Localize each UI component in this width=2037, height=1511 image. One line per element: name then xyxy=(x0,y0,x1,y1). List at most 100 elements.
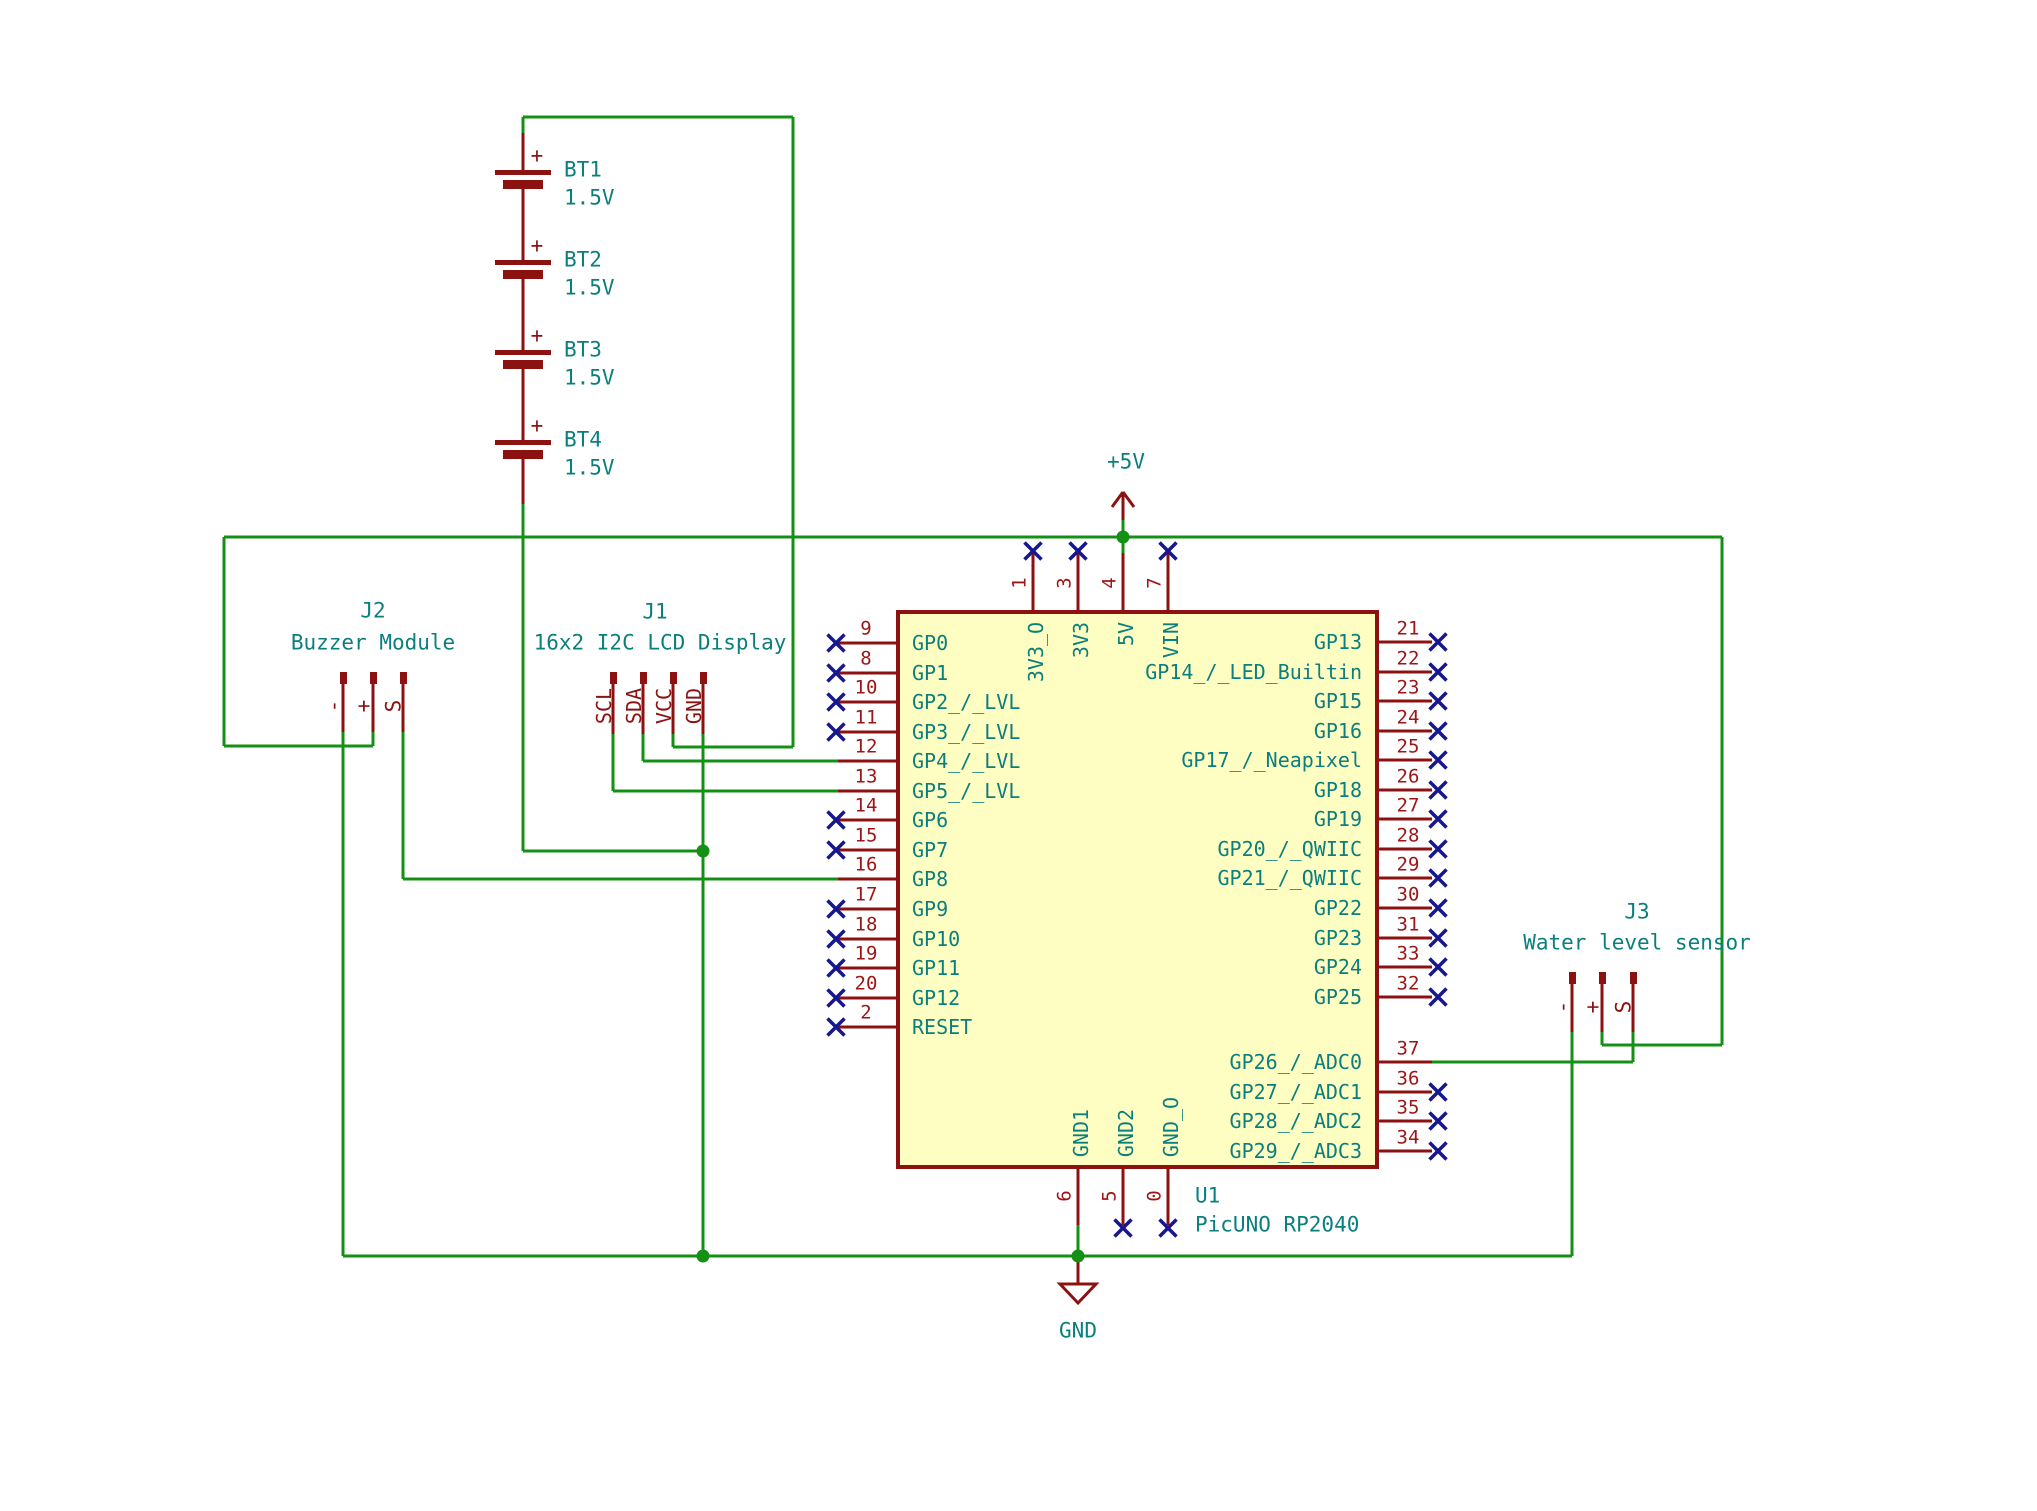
u1-reference: U1 xyxy=(1195,1183,1221,1208)
u1-pin-name: GP12 xyxy=(912,986,961,1010)
no-connect-icon xyxy=(1428,1141,1448,1161)
u1-pin-name: VIN xyxy=(1159,621,1183,659)
no-connect-icon xyxy=(1428,1082,1448,1102)
u1-pin-number: 31 xyxy=(1396,913,1420,936)
u1-pin-number: 34 xyxy=(1396,1126,1420,1149)
no-connect-icon xyxy=(1113,1218,1133,1238)
battery-plus-sign: + xyxy=(530,323,544,348)
u1-pin-number: 15 xyxy=(854,824,878,847)
u1-pin-number: 16 xyxy=(854,853,878,876)
battery-reference: BT1 xyxy=(564,157,602,182)
plus5v-symbol xyxy=(1121,491,1136,508)
j1-pin-head xyxy=(700,672,707,684)
no-connect-icon xyxy=(1428,780,1448,800)
u1-pin-number: 24 xyxy=(1396,706,1420,729)
battery-reference: BT2 xyxy=(564,247,602,272)
u1-pin-number: 19 xyxy=(854,942,878,965)
no-connect-icon xyxy=(826,692,846,712)
u1-pin-name: GP7 xyxy=(912,838,949,862)
j1-pin-head xyxy=(640,672,647,684)
battery-plate-short xyxy=(503,270,543,279)
no-connect-icon xyxy=(826,929,846,949)
battery-value: 1.5V xyxy=(564,455,615,480)
j2-value: Buzzer Module xyxy=(290,630,456,655)
battery-value: 1.5V xyxy=(564,275,615,300)
u1-pin-name: GP3_/_LVL xyxy=(912,720,1021,744)
u1-pin-number: 11 xyxy=(854,706,878,729)
no-connect-icon xyxy=(1428,750,1448,770)
junction-dot xyxy=(696,1249,710,1263)
j2-pin-head xyxy=(400,672,407,684)
u1-pin-name: GP16 xyxy=(1313,719,1362,743)
no-connect-icon xyxy=(826,810,846,830)
j1-pin-label: GND xyxy=(682,687,706,725)
u1-pin-name: GP29_/_ADC3 xyxy=(1229,1139,1362,1163)
no-connect-icon xyxy=(1428,662,1448,682)
u1-pin-number: 4 xyxy=(1098,577,1121,589)
j1-pin-label: SDA xyxy=(622,687,646,725)
j1-pin-head xyxy=(670,672,677,684)
no-connect-icon xyxy=(826,958,846,978)
j3-pin-head xyxy=(1630,972,1637,984)
no-connect-icon xyxy=(826,633,846,653)
battery-plate-long xyxy=(495,170,551,175)
no-connect-icon xyxy=(826,840,846,860)
no-connect-icon xyxy=(1428,632,1448,652)
u1-pin-number: 21 xyxy=(1396,617,1420,640)
no-connect-icon xyxy=(1158,1218,1178,1238)
u1-pin-number: 8 xyxy=(860,647,872,670)
u1-pin-number: 13 xyxy=(854,765,878,788)
battery-reference: BT3 xyxy=(564,337,602,362)
j3-pin-label: - xyxy=(1550,1000,1575,1014)
u1-pin-name: GP18 xyxy=(1313,778,1362,802)
u1-pin-number: 32 xyxy=(1396,972,1420,995)
u1-value: PicUNO RP2040 xyxy=(1195,1212,1360,1237)
u1-pin-name: GP21_/_QWIIC xyxy=(1217,866,1363,890)
no-connect-icon xyxy=(826,663,846,683)
battery-plate-long xyxy=(495,350,551,355)
no-connect-icon xyxy=(826,988,846,1008)
u1-pin-number: 30 xyxy=(1396,883,1420,906)
u1-pin-name: GP27_/_ADC1 xyxy=(1229,1080,1362,1104)
u1-pin-name: GP24 xyxy=(1313,955,1362,979)
u1-pin-number: 25 xyxy=(1396,735,1420,758)
u1-pin-name: GP5_/_LVL xyxy=(912,779,1021,803)
no-connect-icon xyxy=(826,722,846,742)
battery-reference: BT4 xyxy=(564,427,602,452)
battery-plus-sign: + xyxy=(530,233,544,258)
u1-pin-name: 5V xyxy=(1114,621,1138,647)
no-connect-icon xyxy=(1428,957,1448,977)
u1-pin-number: 3 xyxy=(1053,577,1076,589)
j2-pin-head xyxy=(370,672,377,684)
j3-value: Water level sensor xyxy=(1523,930,1751,955)
u1-pin-name: GP19 xyxy=(1313,807,1362,831)
u1-pin-number: 6 xyxy=(1053,1190,1076,1202)
no-connect-icon xyxy=(1428,928,1448,948)
u1-pin-number: 9 xyxy=(860,617,872,640)
u1-pin-number: 14 xyxy=(854,794,878,817)
u1-pin-name: GP23 xyxy=(1313,926,1362,950)
u1-pin-number: 29 xyxy=(1396,853,1420,876)
plus5v-symbol xyxy=(1110,491,1125,508)
gnd-label: GND xyxy=(1059,1318,1097,1343)
j3-pin-head xyxy=(1569,972,1576,984)
no-connect-icon xyxy=(1068,541,1088,561)
junction-dot xyxy=(1116,530,1130,544)
battery-plus-sign: + xyxy=(530,143,544,168)
u1-pin-number: 28 xyxy=(1396,824,1420,847)
u1-pin-name: GP10 xyxy=(912,927,961,951)
u1-pin-name: GP4_/_LVL xyxy=(912,749,1021,773)
u1-pin-name: GP22 xyxy=(1313,896,1362,920)
no-connect-icon xyxy=(1158,541,1178,561)
u1-pin-number: 7 xyxy=(1143,577,1166,589)
u1-pin-number: 5 xyxy=(1098,1190,1121,1202)
u1-pin-number: 2 xyxy=(860,1001,872,1024)
j1-reference: J1 xyxy=(642,599,668,624)
battery-value: 1.5V xyxy=(564,185,615,210)
u1-pin-name: GP2_/_LVL xyxy=(912,690,1021,714)
u1-pin-name: GP25 xyxy=(1313,985,1362,1009)
no-connect-icon xyxy=(1428,809,1448,829)
j1-value: 16x2 I2C LCD Display xyxy=(533,630,787,655)
u1-pin-name: 3V3_O xyxy=(1024,621,1048,683)
